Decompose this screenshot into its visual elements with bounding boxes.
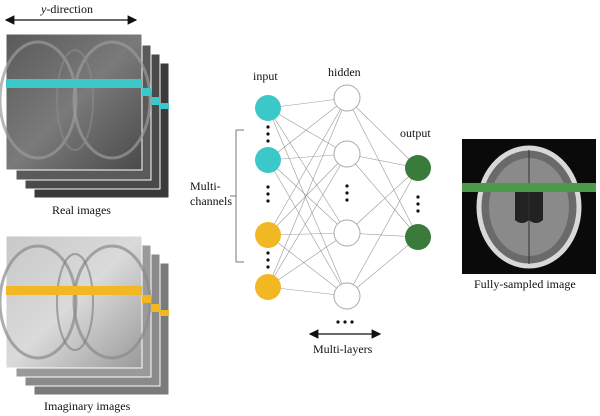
imag-row-highlight-3 xyxy=(151,304,160,312)
fully-sampled-label: Fully-sampled image xyxy=(474,277,576,291)
real-row-highlight-4 xyxy=(160,103,169,109)
imag-row-highlight-2 xyxy=(142,295,151,303)
output-ellipsis xyxy=(416,195,420,213)
hidden-node-4 xyxy=(333,282,361,310)
hidden-node-1 xyxy=(333,84,361,112)
input-ellipsis-3 xyxy=(266,251,270,269)
multi-layers-ellipsis xyxy=(336,320,354,324)
multi-layers-indicator: Multi-layers xyxy=(308,320,382,356)
hidden-node-3 xyxy=(333,219,361,247)
input-node-imag-1 xyxy=(255,222,281,248)
network-connections xyxy=(267,97,419,297)
hidden-layer: hidden xyxy=(328,65,361,310)
input-ellipsis-1 xyxy=(266,125,270,143)
hidden-ellipsis xyxy=(345,184,349,202)
multi-channels-label-line2: channels xyxy=(190,194,232,208)
output-label: output xyxy=(400,126,431,140)
hidden-label: hidden xyxy=(328,65,361,79)
real-images-label: Real images xyxy=(52,203,111,217)
multi-channels-label-line1: Multi- xyxy=(190,179,221,193)
input-node-real-1 xyxy=(255,95,281,121)
input-node-real-2 xyxy=(255,147,281,173)
real-row-highlight xyxy=(6,79,142,88)
imaginary-images-label: Imaginary images xyxy=(44,399,131,413)
imaginary-image-front xyxy=(0,235,152,369)
output-node-2 xyxy=(405,224,431,250)
output-node-1 xyxy=(405,155,431,181)
hidden-node-2 xyxy=(333,140,361,168)
y-direction-label: y-direction xyxy=(40,2,93,16)
input-node-imag-2 xyxy=(255,274,281,300)
imag-row-highlight-4 xyxy=(160,310,169,316)
fully-sampled-image: Fully-sampled image xyxy=(462,139,596,291)
real-image-front xyxy=(0,33,152,171)
real-row-highlight-2 xyxy=(142,88,151,96)
fully-sampled-row-highlight xyxy=(462,183,596,192)
multi-channels-bracket xyxy=(230,129,244,263)
imag-row-highlight xyxy=(6,286,142,295)
input-ellipsis-2 xyxy=(266,185,270,203)
real-row-highlight-3 xyxy=(151,97,160,105)
y-direction-indicator: y-direction xyxy=(4,2,138,25)
input-label: input xyxy=(253,69,278,83)
multi-layers-label: Multi-layers xyxy=(313,342,373,356)
imaginary-image-stack: Imaginary images xyxy=(0,235,170,413)
real-image-stack: Real images xyxy=(0,33,170,217)
output-layer: output xyxy=(400,126,431,250)
input-layer: input xyxy=(253,69,281,300)
